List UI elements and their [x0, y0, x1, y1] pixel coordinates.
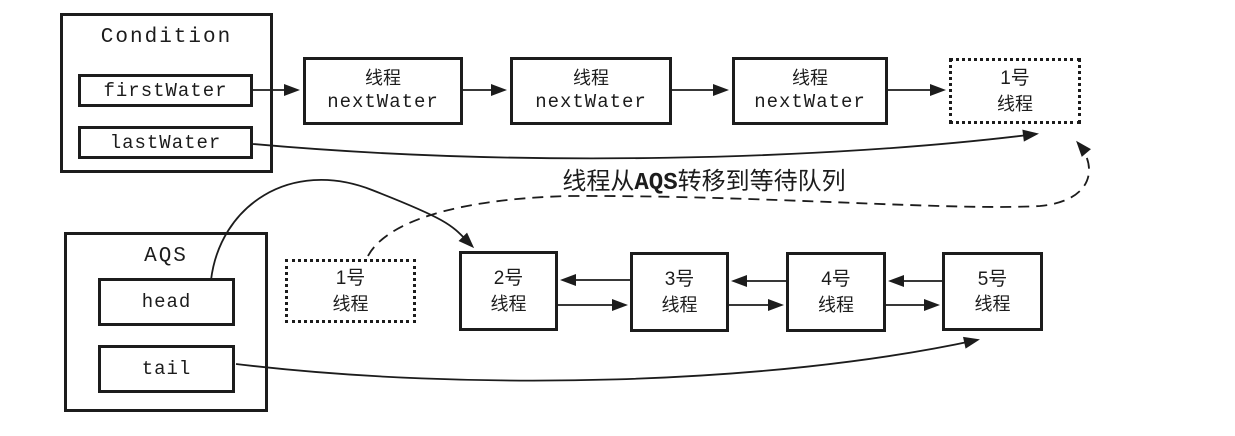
aqs-title: AQS — [144, 245, 188, 268]
transfer-annotation-suffix: 转移到等待队列 — [677, 168, 846, 195]
aqs-box: AQS — [64, 232, 268, 412]
wait-node-3-line2: nextWater — [754, 91, 866, 114]
sync-node-2-line1: 2号 — [493, 268, 524, 290]
tail-field: tail — [98, 345, 235, 393]
wait-node-1-line1: 线程 — [365, 68, 401, 89]
head-label: head — [141, 291, 192, 313]
sync-node-thread1: 1号 线程 — [285, 259, 416, 323]
wait-node-1: 线程 nextWater — [303, 57, 463, 125]
sync-node-5-line2: 线程 — [974, 294, 1011, 315]
transfer-annotation-aqs: AQS — [634, 170, 678, 197]
wait-head-node-thread1: 1号 线程 — [949, 58, 1081, 124]
lastwater-label: lastWater — [109, 131, 222, 154]
condition-title: Condition — [100, 26, 233, 49]
curve-tail-to-sync5 — [235, 336, 980, 382]
sync-node-thread5: 5号 线程 — [942, 252, 1043, 331]
sync-node-thread3: 3号 线程 — [630, 252, 729, 332]
transfer-annotation-prefix: 线程从 — [562, 168, 635, 195]
sync-node-4-line1: 4号 — [821, 269, 851, 291]
wait-node-3-line1: 线程 — [792, 68, 828, 89]
wait-head-line1: 1号 — [1000, 68, 1030, 90]
wait-node-3: 线程 nextWater — [732, 57, 888, 125]
sync-node-5-line1: 5号 — [977, 268, 1008, 290]
condition-box: Condition — [60, 13, 273, 173]
wait-head-line2: 线程 — [997, 93, 1033, 114]
wait-node-1-line2: nextWater — [327, 91, 439, 114]
wait-node-2-line1: 线程 — [573, 68, 609, 89]
sync-node-3-line2: 线程 — [661, 294, 698, 315]
sync-node-thread2: 2号 线程 — [459, 251, 558, 331]
curve-lastwater-to-waithead — [252, 129, 1039, 160]
firstwater-label: firstWater — [103, 79, 228, 102]
transfer-annotation: 线程从AQS转移到等待队列 — [548, 161, 860, 197]
sync-node-1-line1: 1号 — [335, 268, 366, 290]
sync-node-4-line2: 线程 — [818, 294, 854, 315]
dashed-curve-transfer-sync1-to-waithead — [367, 140, 1091, 257]
lastwater-field: lastWater — [78, 126, 253, 159]
wait-node-2: 线程 nextWater — [510, 57, 672, 125]
sync-node-1-line2: 线程 — [332, 293, 369, 314]
firstwater-field: firstWater — [78, 74, 253, 107]
sync-node-thread4: 4号 线程 — [786, 252, 886, 332]
curve-head-to-sync2 — [210, 179, 475, 281]
wait-node-2-line2: nextWater — [535, 91, 647, 114]
head-field: head — [98, 278, 235, 326]
tail-label: tail — [141, 358, 192, 380]
sync-node-2-line2: 线程 — [490, 293, 527, 314]
sync-node-3-line1: 3号 — [664, 269, 695, 291]
